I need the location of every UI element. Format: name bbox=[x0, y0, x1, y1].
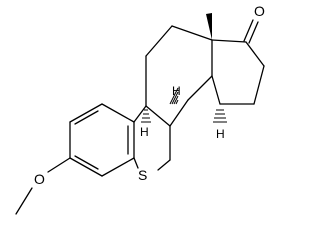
methoxy-group bbox=[15, 157, 71, 215]
hydrogen-label-c8: H bbox=[172, 84, 181, 98]
aromatic-ring bbox=[69, 103, 135, 177]
ketone-double-bond bbox=[243, 19, 259, 44]
molecule-structure-diagram: O S O H bbox=[15, 3, 265, 215]
hashed-bond-c9 bbox=[141, 109, 151, 123]
ring-c bbox=[145, 25, 213, 127]
thiopyran-ring bbox=[133, 105, 171, 171]
methoxy-oxygen-label: O bbox=[34, 171, 45, 187]
ketone-oxygen-label: O bbox=[254, 3, 265, 19]
hashed-bond-c8 bbox=[169, 87, 179, 105]
methyl-wedge-bond bbox=[206, 13, 212, 40]
ring-d bbox=[211, 39, 265, 105]
hydrogen-label-c14: H bbox=[216, 127, 225, 141]
sulfur-label: S bbox=[138, 167, 147, 183]
hashed-bond-c14 bbox=[213, 109, 227, 123]
hydrogen-label-c9: H bbox=[140, 125, 149, 139]
